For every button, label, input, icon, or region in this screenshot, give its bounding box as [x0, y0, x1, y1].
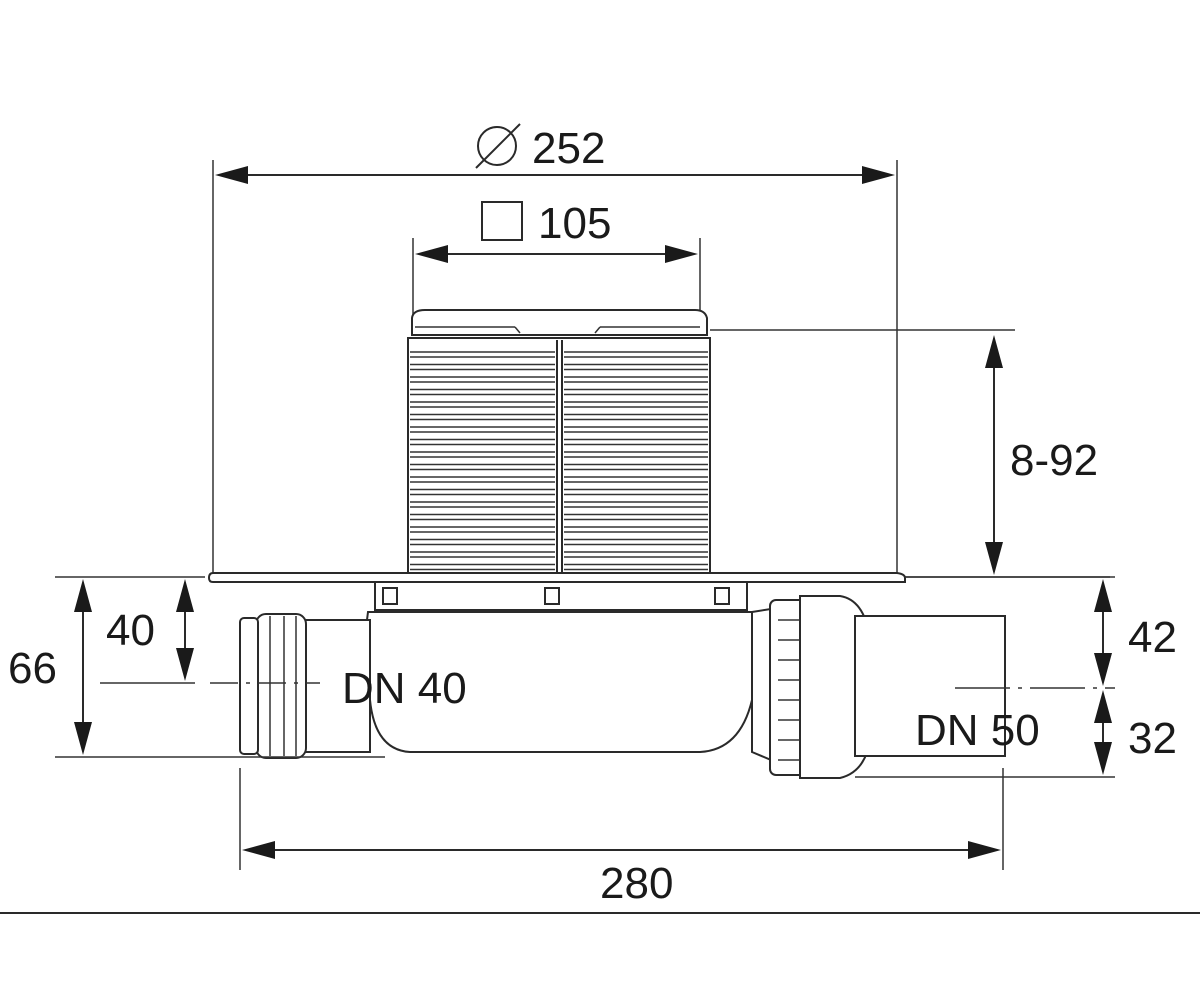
- dimension-right-heights: 42 32 DN 50: [855, 576, 1177, 778]
- drain-body: [207, 309, 1006, 779]
- overall-length-value: 280: [600, 859, 673, 908]
- height-adjuster-ribs: [407, 337, 711, 574]
- dimension-left-heights: 66 40 DN 40: [8, 576, 467, 758]
- outlet-left-height-value: 40: [106, 606, 155, 655]
- dimension-height-range: 8-92: [710, 329, 1110, 578]
- outlet-left-pipe: [239, 613, 371, 759]
- square-symbol-icon: [481, 201, 523, 241]
- height-range-value: 8-92: [1010, 436, 1098, 485]
- outlet-right-lower-value: 32: [1128, 714, 1177, 763]
- total-height-left-value: 66: [8, 644, 57, 693]
- grate-square-value: 105: [538, 199, 611, 248]
- diameter-symbol-icon: [475, 123, 521, 169]
- outlet-right-upper-value: 42: [1128, 613, 1177, 662]
- outlet-left-label: DN 40: [342, 664, 467, 713]
- flange-plate: [207, 572, 906, 583]
- outlet-right-label: DN 50: [915, 706, 1040, 755]
- dimension-flange-diameter: 252: [212, 123, 898, 575]
- dimension-grate-square: 105: [412, 199, 701, 320]
- dimension-overall-length: 280: [239, 768, 1004, 908]
- flange-diameter-value: 252: [532, 124, 605, 173]
